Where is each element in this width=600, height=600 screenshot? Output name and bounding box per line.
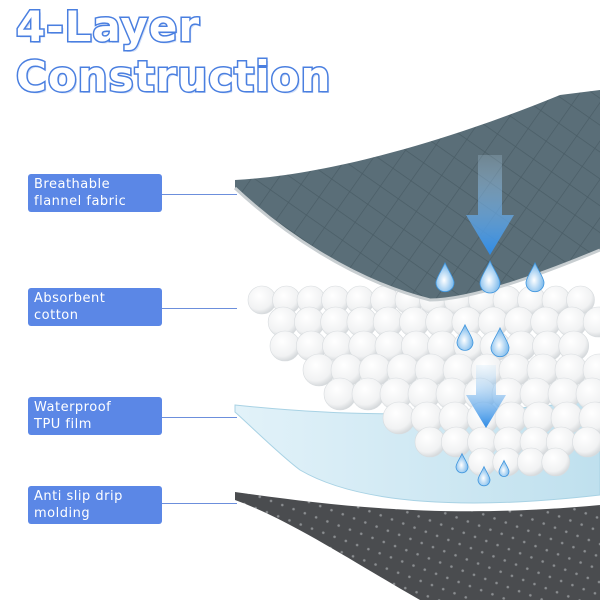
water-droplet: [435, 261, 455, 293]
cotton-ball: [351, 377, 385, 411]
layer-label-flannel: Breathable flannel fabric: [28, 174, 162, 212]
water-droplet: [455, 452, 469, 474]
layer-label-flannel-line2: flannel fabric: [34, 194, 127, 209]
cotton-layer: [247, 285, 600, 477]
cotton-ball: [582, 306, 600, 338]
cotton-ball: [440, 426, 472, 458]
cotton-ball: [382, 401, 416, 435]
cotton-ball: [247, 285, 277, 315]
connector-line-cotton: [162, 308, 237, 309]
cotton-ball: [323, 377, 357, 411]
cotton-ball: [541, 447, 571, 477]
water-droplet: [456, 323, 474, 351]
layer-label-cotton: Absorbent cotton: [28, 288, 162, 326]
layer-label-tpu-line1: Waterproof: [34, 400, 112, 415]
layer-label-cotton-line2: cotton: [34, 308, 79, 323]
water-droplet: [525, 261, 545, 293]
cotton-ball: [414, 426, 446, 458]
title-line-1: 4-Layer: [14, 1, 201, 53]
water-droplet: [477, 465, 491, 487]
layer-label-cotton-line1: Absorbent: [34, 291, 106, 306]
layer-label-tpu: Waterproof TPU film: [28, 397, 162, 435]
flannel-layer: [235, 90, 600, 300]
layer-label-flannel-line1: Breathable: [34, 177, 111, 192]
connector-line-molding: [162, 503, 237, 504]
water-droplets: [435, 260, 545, 487]
layer-label-molding-line1: Anti slip drip: [34, 489, 123, 504]
connector-line-flannel: [162, 194, 237, 195]
molding-layer: [235, 492, 600, 600]
water-droplet: [490, 326, 510, 358]
cotton-ball: [269, 330, 301, 362]
down-arrow-middle: [466, 365, 506, 428]
water-droplet: [498, 459, 510, 477]
cotton-ball: [516, 447, 546, 477]
cotton-ball: [572, 426, 600, 458]
title-line-2: Construction: [14, 51, 332, 103]
water-droplet: [479, 260, 501, 294]
layer-label-molding: Anti slip drip molding: [28, 486, 162, 524]
layer-label-tpu-line2: TPU film: [34, 417, 92, 432]
down-arrow-top: [466, 155, 514, 255]
connector-line-tpu: [162, 417, 237, 418]
layer-label-molding-line2: molding: [34, 506, 91, 521]
